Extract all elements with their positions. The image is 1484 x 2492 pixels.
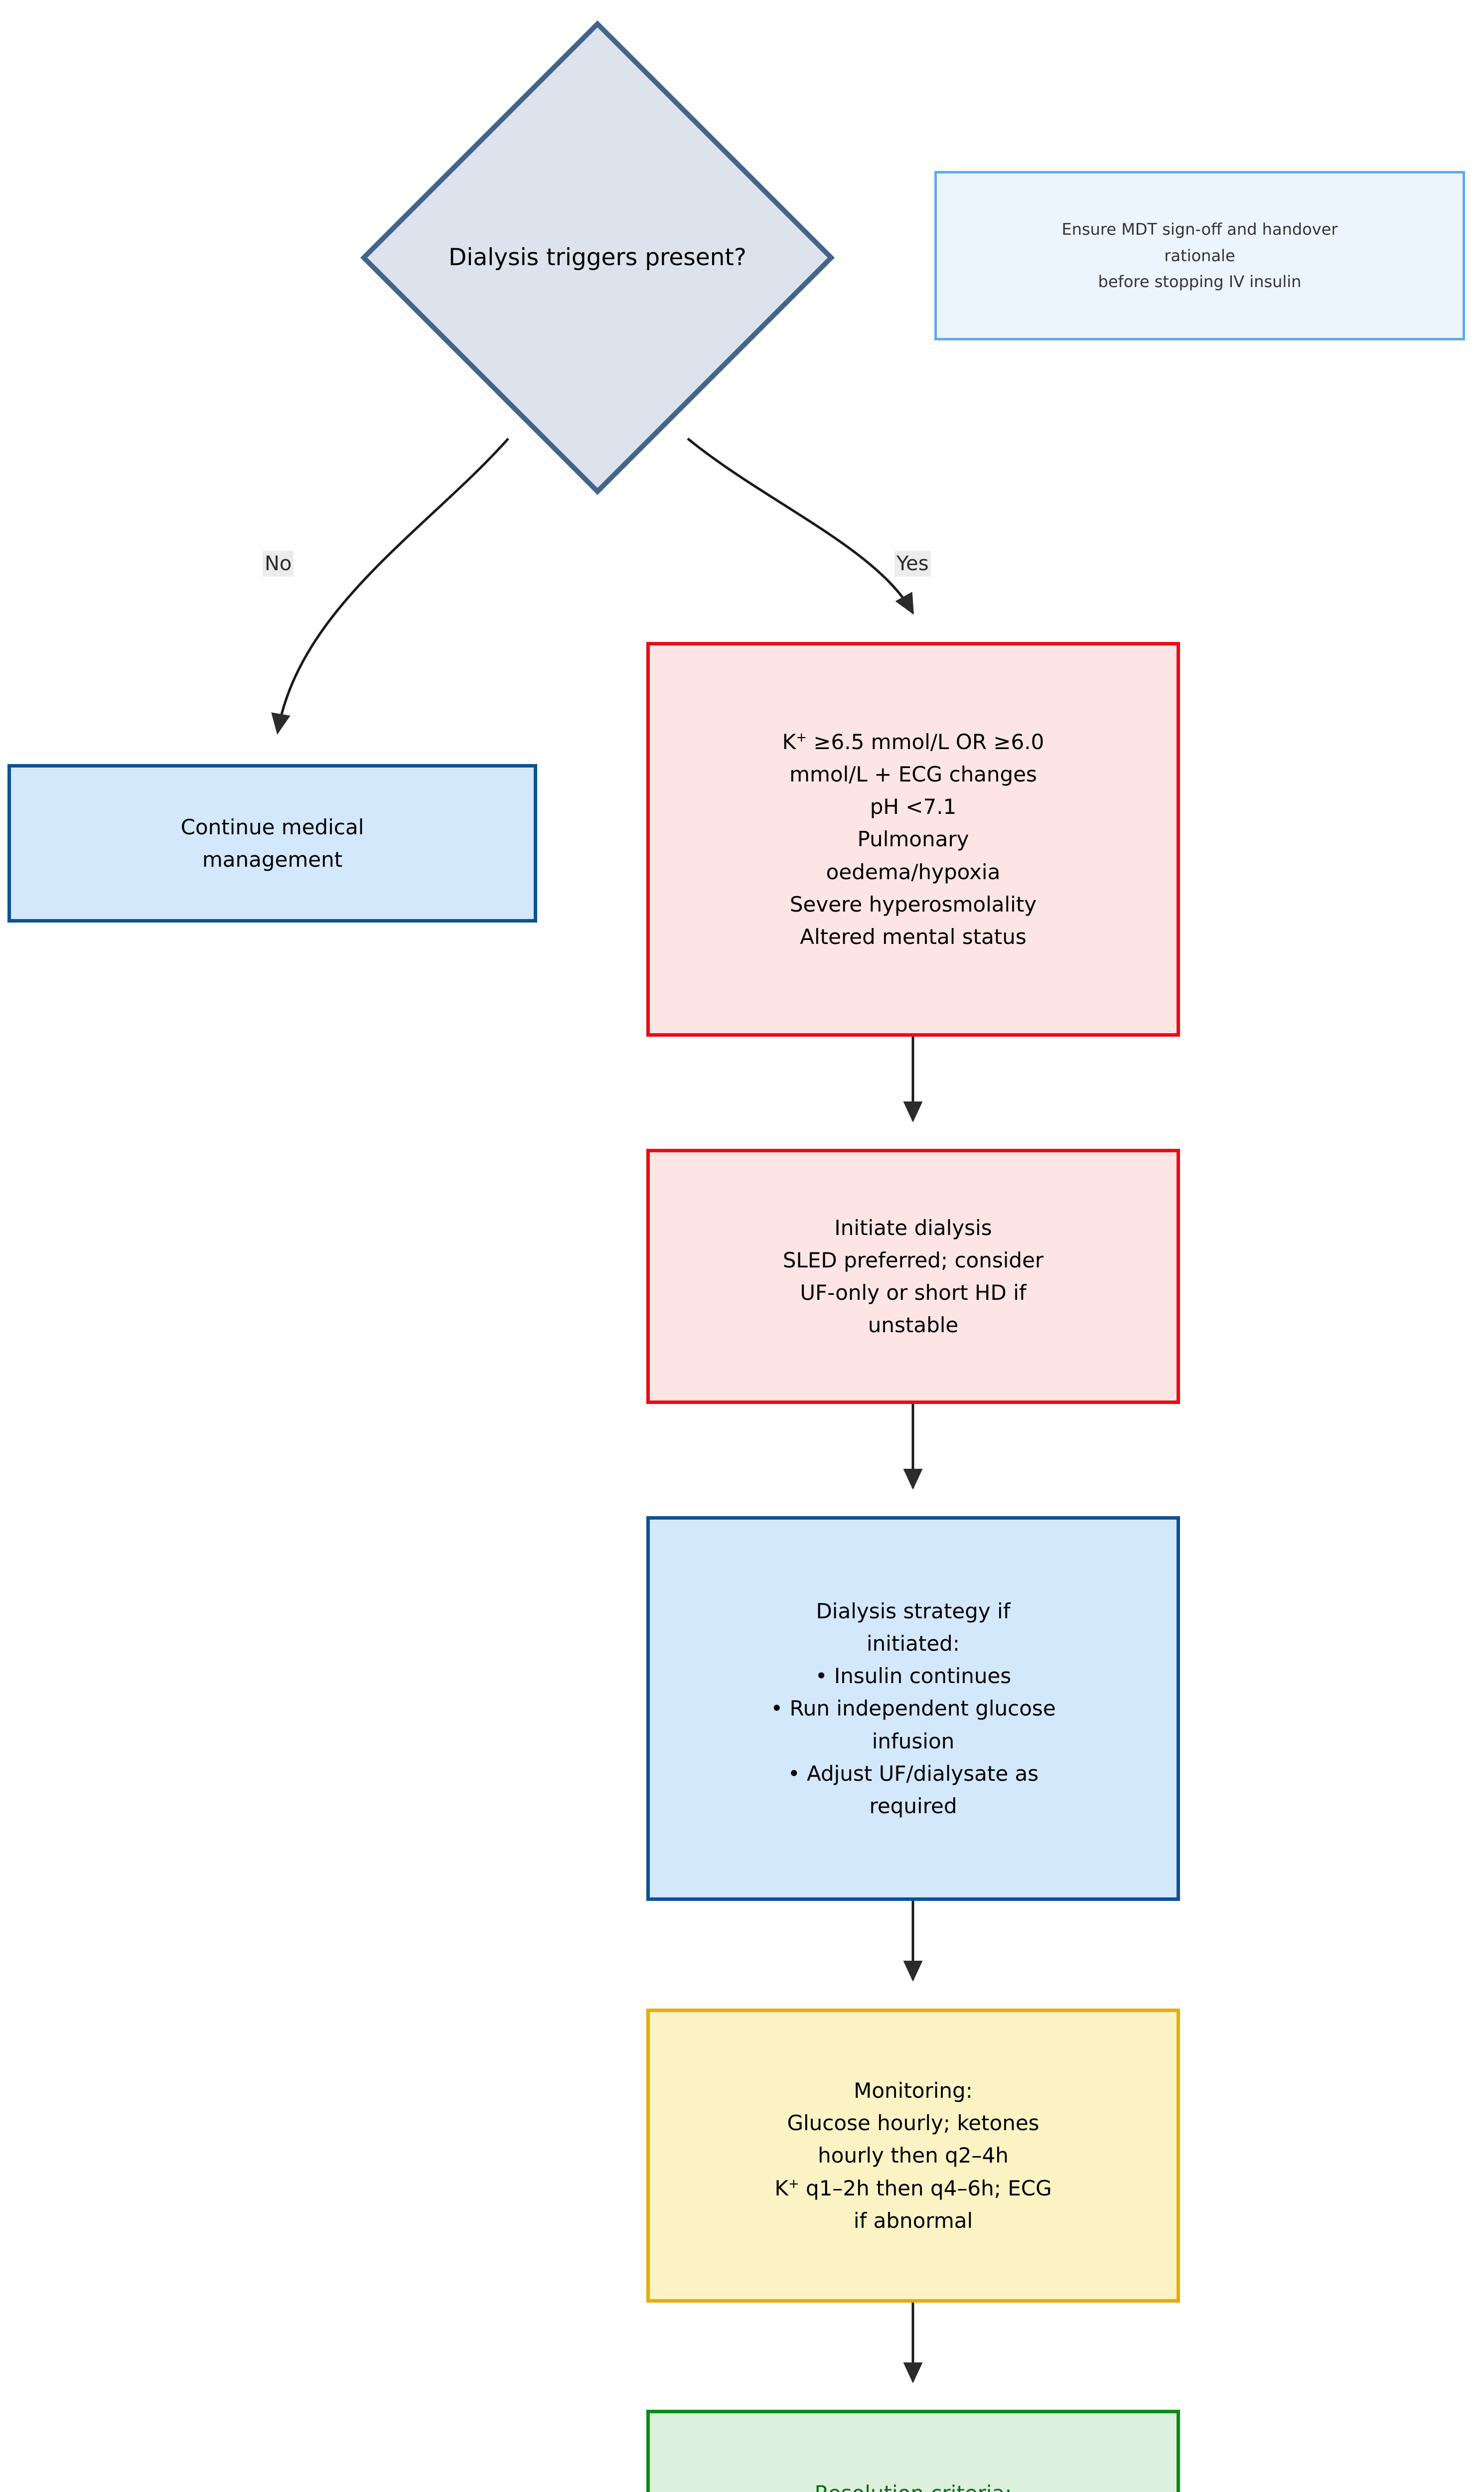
triggers-line-1-post: ≥6.5 mmol/L OR ≥6.0 bbox=[807, 730, 1044, 755]
node-initiate-dialysis[interactable]: Initiate dialysis SLED preferred; consid… bbox=[646, 1149, 1180, 1404]
node-continue-medical-management[interactable]: Continue medical management bbox=[7, 764, 537, 923]
monitoring-line-5: if abnormal bbox=[853, 2208, 973, 2233]
monitoring-line-1: Monitoring: bbox=[854, 2078, 973, 2103]
strategy-line-5: infusion bbox=[872, 1728, 955, 1753]
strategy-line-6: • Adjust UF/dialysate as bbox=[787, 1761, 1039, 1786]
triggers-line-3: pH <7.1 bbox=[870, 794, 957, 819]
continue-medical-text: Continue medical management bbox=[11, 811, 534, 876]
triggers-line-1-pre: K bbox=[782, 730, 796, 755]
potassium-superscript: + bbox=[788, 2176, 799, 2191]
initiate-line-1: Initiate dialysis bbox=[834, 1215, 992, 1240]
note-line-3: before stopping IV insulin bbox=[1098, 272, 1302, 292]
decision-dialysis-triggers[interactable]: Dialysis triggers present? bbox=[360, 20, 835, 495]
node-resolution-criteria[interactable]: Resolution criteria: BHB <0.6 mmol/L; pH… bbox=[646, 2410, 1180, 2492]
initiate-line-4: unstable bbox=[868, 1313, 959, 1338]
monitoring-text: Monitoring: Glucose hourly; ketones hour… bbox=[650, 2074, 1177, 2236]
triggers-line-6: Severe hyperosmolality bbox=[789, 892, 1037, 917]
monitoring-line-2: Glucose hourly; ketones bbox=[787, 2111, 1039, 2136]
strategy-line-7: required bbox=[869, 1793, 957, 1818]
diamond-shape bbox=[360, 20, 835, 495]
note-line-1: Ensure MDT sign-off and handover bbox=[1061, 219, 1338, 239]
edge-label-no: No bbox=[263, 551, 294, 577]
triggers-line-5: oedema/hypoxia bbox=[826, 859, 1001, 884]
continue-medical-line-1: Continue medical bbox=[180, 814, 364, 839]
strategy-line-3: • Insulin continues bbox=[815, 1664, 1012, 1689]
decision-label: Dialysis triggers present? bbox=[448, 243, 746, 271]
node-dialysis-strategy[interactable]: Dialysis strategy if initiated: • Insuli… bbox=[646, 1516, 1180, 1901]
strategy-line-2: initiated: bbox=[867, 1631, 960, 1656]
note-text: Ensure MDT sign-off and handover rationa… bbox=[937, 216, 1463, 295]
potassium-superscript: + bbox=[796, 730, 807, 746]
triggers-text: K+ ≥6.5 mmol/L OR ≥6.0 mmol/L + ECG chan… bbox=[650, 726, 1177, 953]
strategy-line-4: • Run independent glucose bbox=[770, 1696, 1056, 1721]
triggers-line-4: Pulmonary bbox=[857, 827, 969, 852]
continue-medical-line-2: management bbox=[202, 847, 343, 872]
edge-label-yes: Yes bbox=[894, 551, 931, 577]
triggers-line-2: mmol/L + ECG changes bbox=[789, 762, 1037, 787]
monitoring-line-4-post: q1–2h then q4–6h; ECG bbox=[799, 2176, 1052, 2200]
node-dialysis-triggers-list[interactable]: K+ ≥6.5 mmol/L OR ≥6.0 mmol/L + ECG chan… bbox=[646, 642, 1180, 1037]
node-monitoring[interactable]: Monitoring: Glucose hourly; ketones hour… bbox=[646, 2009, 1180, 2303]
resolution-line-1: Resolution criteria: bbox=[662, 2477, 1165, 2492]
initiate-text: Initiate dialysis SLED preferred; consid… bbox=[650, 1212, 1177, 1341]
monitoring-line-4: K+ q1–2h then q4–6h; ECG bbox=[662, 2172, 1165, 2204]
note-mdt-signoff: Ensure MDT sign-off and handover rationa… bbox=[934, 171, 1465, 340]
resolution-text: Resolution criteria: BHB <0.6 mmol/L; pH… bbox=[650, 2477, 1177, 2492]
initiate-line-2: SLED preferred; consider bbox=[782, 1247, 1044, 1272]
monitoring-line-3: hourly then q2–4h bbox=[818, 2143, 1009, 2168]
triggers-line-7: Altered mental status bbox=[800, 924, 1027, 949]
monitoring-line-4-pre: K bbox=[774, 2176, 788, 2200]
strategy-text: Dialysis strategy if initiated: • Insuli… bbox=[650, 1595, 1177, 1822]
triggers-line-1: K+ ≥6.5 mmol/L OR ≥6.0 bbox=[662, 726, 1165, 758]
strategy-line-1: Dialysis strategy if bbox=[816, 1599, 1011, 1624]
note-line-2: rationale bbox=[1164, 246, 1235, 265]
initiate-line-3: UF-only or short HD if bbox=[800, 1280, 1027, 1305]
